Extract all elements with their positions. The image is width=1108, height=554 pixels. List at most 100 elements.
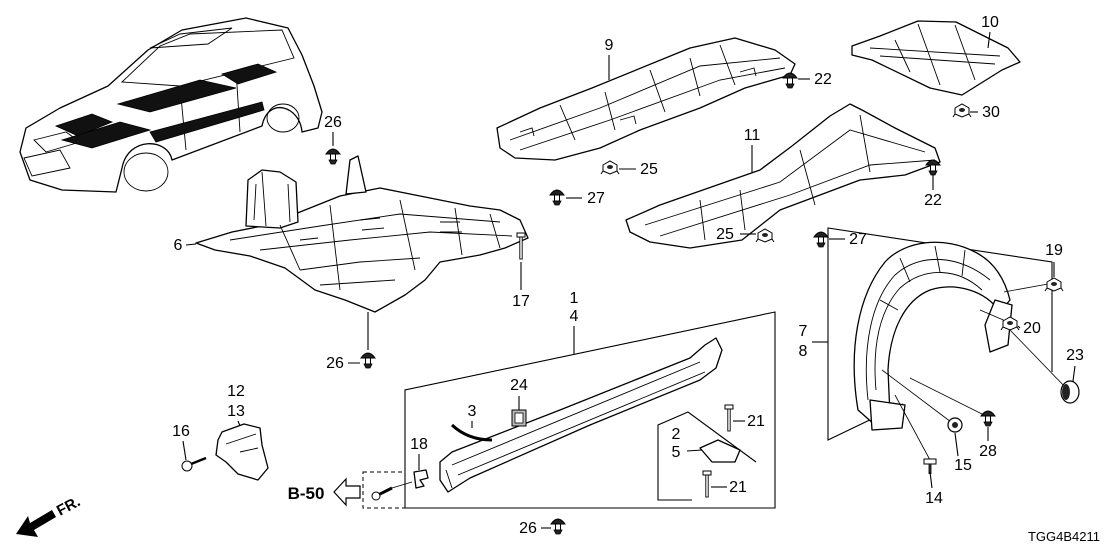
fastener-27-upper bbox=[549, 189, 565, 206]
fastener-17 bbox=[516, 232, 526, 260]
group-box-1-4 bbox=[404, 311, 776, 509]
callout-24: 24 bbox=[510, 377, 528, 394]
front-label: FR. bbox=[54, 493, 83, 519]
part-1-4-shape bbox=[439, 337, 723, 493]
fastener-30 bbox=[952, 103, 972, 118]
callout-8: 8 bbox=[799, 343, 808, 360]
part-9-body bbox=[496, 37, 796, 161]
callout-21-upper: 21 bbox=[747, 413, 765, 430]
part-7-8-tail bbox=[869, 399, 906, 431]
callout-21-lower: 21 bbox=[729, 479, 747, 496]
diagram-code: TGG4B4211 bbox=[1028, 529, 1100, 544]
callout-6: 6 bbox=[174, 237, 183, 254]
part-12-13-lines bbox=[225, 433, 259, 453]
fastener-26-bottom bbox=[550, 518, 566, 535]
part-7-8-lobe bbox=[984, 299, 1013, 353]
fender-connector-lines bbox=[881, 283, 1069, 461]
part-11-ribs bbox=[644, 114, 936, 241]
fastener-28 bbox=[980, 410, 996, 427]
part-21-lower-shape bbox=[702, 470, 712, 498]
fastener-26-upper bbox=[325, 148, 341, 165]
callout-3: 3 bbox=[468, 403, 477, 420]
vehicle-overview bbox=[19, 17, 323, 193]
callout-7: 7 bbox=[799, 323, 808, 340]
part-6-bracket-ribs bbox=[253, 171, 291, 227]
part-1-4-lines bbox=[445, 361, 706, 489]
callout-11: 11 bbox=[744, 127, 761, 144]
part-7-8-shape bbox=[853, 241, 1013, 431]
fastener-25-lower bbox=[755, 228, 775, 243]
callout-27-right: 27 bbox=[849, 231, 867, 248]
floor-cover-sill bbox=[149, 101, 265, 143]
reference-label: B-50 bbox=[288, 484, 325, 503]
reference-arrow: B-50 bbox=[288, 477, 361, 507]
callout-14: 14 bbox=[925, 490, 943, 507]
group-box-7-8 bbox=[827, 227, 1053, 441]
callout-19: 19 bbox=[1045, 242, 1063, 259]
callout-26-upper: 26 bbox=[324, 114, 342, 131]
part-9-shape bbox=[496, 37, 796, 161]
callout-10: 10 bbox=[981, 14, 999, 31]
callout-18: 18 bbox=[410, 436, 428, 453]
callout-1: 1 bbox=[570, 290, 579, 307]
fastener-22-lower bbox=[925, 159, 941, 176]
part-9-ribs bbox=[509, 44, 786, 151]
part-11-shape bbox=[625, 103, 941, 249]
vehicle-rear-wheel bbox=[266, 103, 300, 133]
callout-23: 23 bbox=[1066, 347, 1084, 364]
callout-22-lower: 22 bbox=[924, 192, 942, 209]
fastener-22-upper bbox=[782, 72, 798, 89]
part-6-shape bbox=[195, 155, 529, 313]
callout-27-upper: 27 bbox=[587, 190, 605, 207]
callout-30: 30 bbox=[982, 104, 1000, 121]
callout-20: 20 bbox=[1023, 320, 1041, 337]
vehicle-grille bbox=[23, 149, 71, 177]
part-7-8-inner-arc bbox=[865, 258, 991, 401]
callout-labels: 9 10 22 30 11 25 27 22 27 25 26 6 17 1 4… bbox=[172, 14, 1084, 537]
part-3-shape bbox=[450, 423, 493, 442]
fastener-19 bbox=[1044, 277, 1064, 292]
reference-screw bbox=[371, 481, 413, 501]
callout-25-upper: 25 bbox=[640, 161, 658, 178]
part-10-body bbox=[851, 20, 1021, 96]
front-arrow-icon bbox=[16, 510, 56, 537]
vehicle-sunroof bbox=[149, 27, 233, 49]
callout-26-middle: 26 bbox=[326, 355, 344, 372]
part-2-5-shape bbox=[699, 439, 741, 463]
callout-9: 9 bbox=[605, 37, 614, 54]
part-16-shape bbox=[181, 456, 207, 472]
fastener-25-upper bbox=[600, 160, 620, 175]
fastener-14 bbox=[923, 458, 937, 475]
part-7-8-ribs bbox=[879, 245, 966, 311]
callout-12: 12 bbox=[227, 383, 245, 400]
part-9-tabs bbox=[519, 67, 757, 137]
reference-arrow-icon bbox=[333, 477, 361, 507]
floor-cover-front-left bbox=[54, 113, 114, 137]
part-7-8-body bbox=[853, 241, 1011, 426]
callout-25-lower: 25 bbox=[716, 226, 734, 243]
callout-16: 16 bbox=[172, 423, 190, 440]
callout-26-bottom: 26 bbox=[519, 520, 537, 537]
floor-cover-middle bbox=[116, 79, 237, 113]
part-12-13-shape bbox=[215, 423, 269, 481]
reference-clip-box bbox=[362, 471, 406, 509]
part-18-shape bbox=[413, 469, 429, 489]
fastener-26-middle bbox=[360, 352, 376, 369]
part-6-body bbox=[195, 187, 529, 313]
leader-lines bbox=[182, 31, 1076, 529]
callout-28: 28 bbox=[979, 443, 997, 460]
callout-15: 15 bbox=[954, 457, 972, 474]
callout-22-upper: 22 bbox=[814, 71, 832, 88]
part-6-bracket-left bbox=[245, 169, 299, 229]
part-11-body bbox=[625, 103, 941, 249]
fastener-23 bbox=[1060, 380, 1080, 404]
floor-cover-rear bbox=[221, 63, 278, 85]
part-10-shape bbox=[851, 20, 1021, 96]
fastener-15 bbox=[947, 417, 963, 433]
part-6-vents bbox=[299, 217, 462, 241]
part-10-ribs bbox=[869, 23, 1001, 86]
callout-4: 4 bbox=[570, 308, 579, 325]
callout-17: 17 bbox=[512, 293, 530, 310]
group-box-2-5 bbox=[657, 411, 757, 501]
